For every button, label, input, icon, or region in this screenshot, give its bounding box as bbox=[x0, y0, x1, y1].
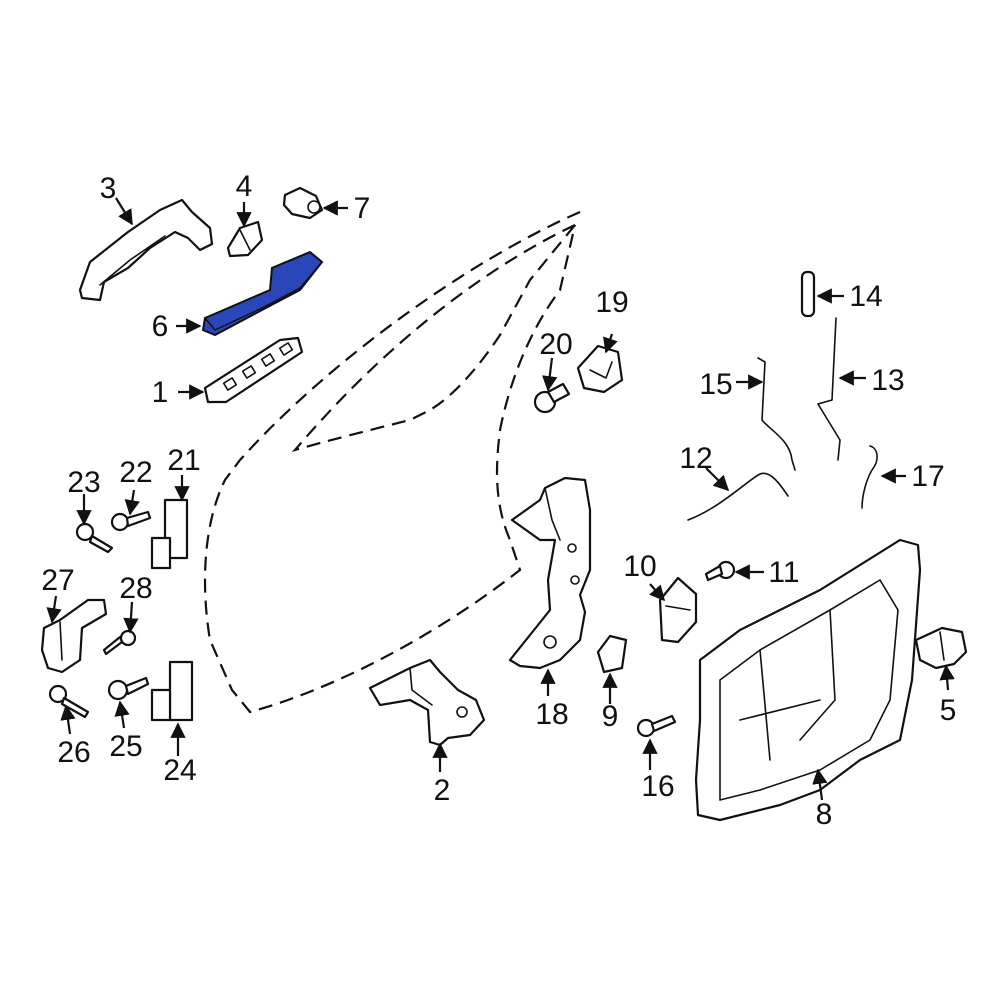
switch-panel-part bbox=[203, 336, 304, 404]
switch-block-24 bbox=[150, 660, 194, 722]
window-regulator-part bbox=[508, 476, 592, 670]
latch-part bbox=[368, 658, 486, 747]
callout-21: 21 bbox=[167, 444, 200, 477]
callout-17: 17 bbox=[911, 460, 944, 493]
rod-13 bbox=[817, 317, 841, 461]
callout-12: 12 bbox=[679, 442, 712, 475]
door-module-panel bbox=[694, 538, 922, 822]
clip-17 bbox=[861, 445, 878, 509]
bracket-9 bbox=[596, 634, 628, 674]
callout-1: 1 bbox=[152, 376, 169, 409]
clip-part bbox=[282, 186, 324, 220]
callout-20: 20 bbox=[539, 328, 572, 361]
callout-13: 13 bbox=[871, 364, 904, 397]
callout-7: 7 bbox=[354, 192, 371, 225]
callout-18: 18 bbox=[535, 698, 568, 731]
callout-16: 16 bbox=[641, 770, 674, 803]
pin-14 bbox=[800, 270, 816, 318]
clip-block-19 bbox=[576, 344, 624, 394]
callout-26: 26 bbox=[57, 736, 90, 769]
callout-6: 6 bbox=[152, 310, 169, 343]
bolt-26 bbox=[48, 684, 90, 719]
rod-12 bbox=[687, 472, 789, 521]
bolt-22 bbox=[110, 510, 152, 532]
callout-5: 5 bbox=[940, 694, 957, 727]
callout-28: 28 bbox=[119, 572, 152, 605]
callout-labels: 1 2 3 4 5 6 7 8 9 10 11 12 13 14 15 16 1… bbox=[41, 170, 956, 831]
hinge-part bbox=[40, 598, 108, 674]
switch-block-21 bbox=[150, 498, 189, 570]
callout-9: 9 bbox=[602, 700, 619, 733]
callout-3: 3 bbox=[100, 172, 117, 205]
door-shell-outline bbox=[203, 210, 581, 714]
bolt-23 bbox=[75, 522, 114, 554]
callout-27: 27 bbox=[41, 564, 74, 597]
callout-25: 25 bbox=[109, 730, 142, 763]
bolt-25 bbox=[107, 676, 150, 701]
handle-cap-part bbox=[226, 220, 264, 258]
callout-22: 22 bbox=[119, 456, 152, 489]
handle-reinforcement-highlighted bbox=[201, 250, 324, 337]
callout-4: 4 bbox=[236, 170, 253, 203]
outside-handle-part bbox=[78, 198, 214, 302]
rod-15 bbox=[757, 357, 796, 471]
callout-2: 2 bbox=[434, 774, 451, 807]
callout-24: 24 bbox=[163, 754, 196, 787]
actuator-part bbox=[658, 576, 698, 644]
callout-15: 15 bbox=[699, 368, 732, 401]
screw-20 bbox=[533, 382, 571, 414]
callout-23: 23 bbox=[67, 466, 100, 499]
callout-8: 8 bbox=[816, 798, 833, 831]
bolt-28 bbox=[102, 629, 137, 656]
leaders bbox=[46, 197, 955, 801]
callout-11: 11 bbox=[768, 556, 799, 589]
screw-11 bbox=[704, 560, 736, 582]
callout-10: 10 bbox=[623, 550, 656, 583]
callout-19: 19 bbox=[595, 286, 628, 319]
screw-16 bbox=[636, 714, 677, 738]
cap-5 bbox=[914, 626, 968, 670]
callout-14: 14 bbox=[849, 280, 882, 313]
